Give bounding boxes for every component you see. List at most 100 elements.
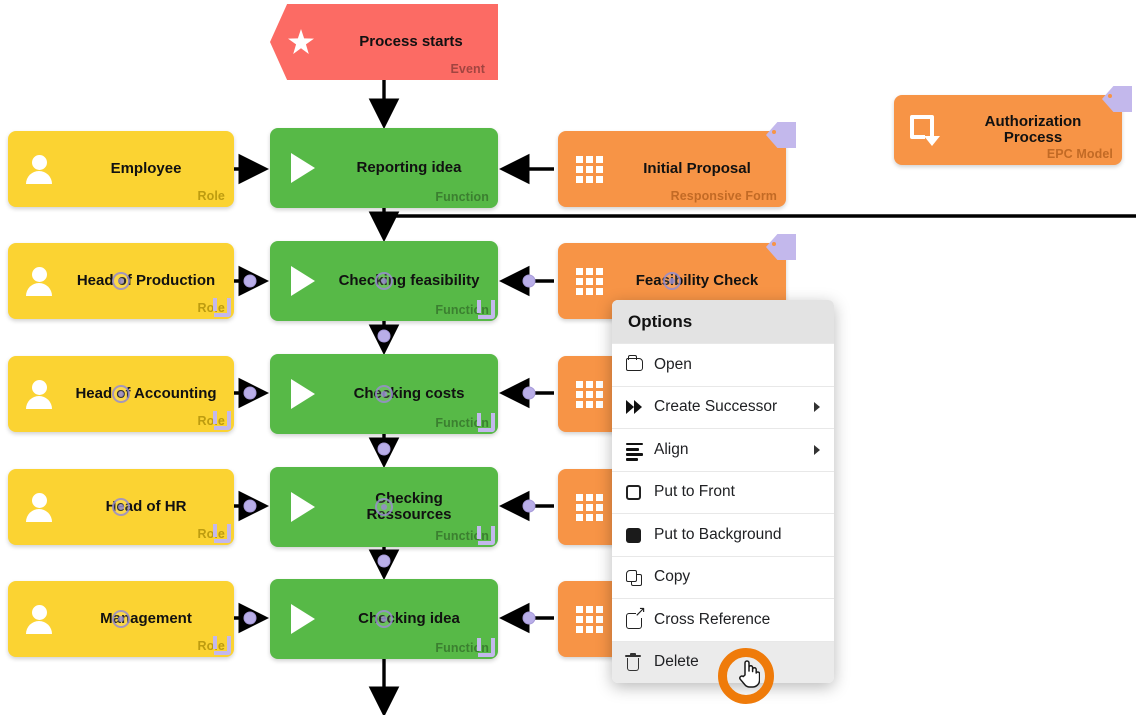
- node-process-starts[interactable]: Process starts Event: [270, 4, 498, 80]
- node-label: Reporting idea: [356, 158, 462, 176]
- node-anchor-handle[interactable]: [375, 272, 393, 290]
- connector-handle[interactable]: [377, 554, 391, 568]
- node-anchor-handle[interactable]: [112, 498, 130, 516]
- menu-item-align[interactable]: Align: [612, 428, 834, 471]
- node-label: Initial Proposal: [643, 159, 751, 177]
- tag-badge-icon: [766, 122, 796, 148]
- connector-handle[interactable]: [243, 499, 257, 513]
- node-label: Process starts: [359, 32, 463, 50]
- node-type-label: Function: [435, 529, 489, 543]
- person-icon: [8, 379, 70, 409]
- node-type-label: Function: [435, 416, 489, 430]
- node-type-label: Function: [435, 303, 489, 317]
- node-label: Head of Accounting: [75, 384, 217, 402]
- connector-handle[interactable]: [243, 274, 257, 288]
- connector-handle[interactable]: [377, 442, 391, 456]
- node-label: Authorization Process: [984, 112, 1082, 146]
- resize-handle[interactable]: [213, 298, 231, 317]
- menu-item-label: Create Successor: [654, 398, 778, 416]
- node-label: Checking feasibility: [338, 271, 480, 289]
- star-icon: [270, 29, 332, 55]
- resize-handle[interactable]: [477, 300, 495, 319]
- node-management[interactable]: Management Role: [8, 581, 234, 657]
- node-type-label: Role: [197, 527, 225, 541]
- node-label: Feasibility Check: [635, 271, 759, 289]
- connector-handle[interactable]: [243, 386, 257, 400]
- node-type-label: Function: [435, 641, 489, 655]
- context-menu[interactable]: Options Open Create Successor Align Put …: [612, 300, 834, 683]
- menu-item-cross-reference[interactable]: Cross Reference: [612, 598, 834, 641]
- submenu-chevron-icon: [814, 402, 820, 413]
- tag-badge-icon: [766, 234, 796, 260]
- person-icon: [8, 604, 70, 634]
- play-icon: [270, 153, 332, 183]
- node-head-of-accounting[interactable]: Head of Accounting Role: [8, 356, 234, 432]
- resize-handle[interactable]: [477, 638, 495, 657]
- node-anchor-handle[interactable]: [375, 610, 393, 628]
- person-icon: [8, 492, 70, 522]
- node-label: Head of HR: [105, 497, 187, 515]
- person-icon: [8, 154, 70, 184]
- node-anchor-handle[interactable]: [375, 385, 393, 403]
- node-label: Employee: [110, 159, 182, 177]
- epc-model-icon: [894, 115, 956, 146]
- node-authorization-process[interactable]: Authorization Process EPC Model: [894, 95, 1122, 165]
- node-initial-proposal[interactable]: Initial Proposal Responsive Form: [558, 131, 786, 207]
- menu-item-create-successor[interactable]: Create Successor: [612, 385, 834, 428]
- copy-icon: [626, 568, 644, 587]
- menu-item-put-to-background[interactable]: Put to Background: [612, 513, 834, 556]
- node-label: Checking costs: [353, 384, 465, 402]
- menu-item-copy[interactable]: Copy: [612, 555, 834, 598]
- play-icon: [270, 492, 332, 522]
- node-checking-idea[interactable]: Checking idea Function: [270, 579, 498, 659]
- node-anchor-handle[interactable]: [375, 498, 393, 516]
- grid-icon: [558, 605, 620, 633]
- node-anchor-handle[interactable]: [112, 385, 130, 403]
- folder-open-icon: [626, 354, 644, 374]
- menu-item-label: Delete: [654, 653, 699, 671]
- node-employee[interactable]: Employee Role: [8, 131, 234, 207]
- connector-handle[interactable]: [522, 274, 536, 288]
- node-checking-ressources[interactable]: Checking Ressources Function: [270, 467, 498, 547]
- resize-handle[interactable]: [213, 636, 231, 655]
- node-anchor-handle[interactable]: [112, 610, 130, 628]
- connector-handle[interactable]: [377, 329, 391, 343]
- menu-item-label: Copy: [654, 568, 691, 586]
- connector-handle[interactable]: [522, 611, 536, 625]
- square-filled-icon: [626, 526, 644, 544]
- play-icon: [270, 266, 332, 296]
- node-anchor-handle[interactable]: [112, 272, 130, 290]
- node-type-label: EPC Model: [1046, 147, 1113, 161]
- grid-icon: [558, 155, 620, 183]
- node-type-label: Responsive Form: [670, 189, 777, 203]
- node-head-of-hr[interactable]: Head of HR Role: [8, 469, 234, 545]
- menu-item-delete[interactable]: Delete: [612, 640, 834, 683]
- node-checking-feasibility[interactable]: Checking feasibility Function: [270, 241, 498, 321]
- menu-item-label: Cross Reference: [654, 610, 771, 628]
- menu-item-put-to-front[interactable]: Put to Front: [612, 470, 834, 513]
- node-label: Checking Ressources: [366, 489, 452, 523]
- menu-item-label: Align: [654, 440, 689, 458]
- grid-icon: [558, 493, 620, 521]
- node-type-label: Role: [197, 639, 225, 653]
- node-type-label: Role: [197, 414, 225, 428]
- node-label: Checking idea: [358, 609, 460, 627]
- play-icon: [270, 604, 332, 634]
- connector-handle[interactable]: [522, 386, 536, 400]
- connector-handle[interactable]: [243, 611, 257, 625]
- tag-badge-icon: [1102, 86, 1132, 112]
- node-anchor-handle[interactable]: [663, 272, 681, 290]
- node-head-of-production[interactable]: Head of Production Role: [8, 243, 234, 319]
- resize-handle[interactable]: [477, 413, 495, 432]
- resize-handle[interactable]: [213, 524, 231, 543]
- menu-item-label: Put to Background: [654, 525, 782, 543]
- menu-item-open[interactable]: Open: [612, 343, 834, 386]
- connector-handle[interactable]: [522, 499, 536, 513]
- resize-handle[interactable]: [477, 526, 495, 545]
- node-type-label: Role: [197, 189, 225, 203]
- node-checking-costs[interactable]: Checking costs Function: [270, 354, 498, 434]
- node-reporting-idea[interactable]: Reporting idea Function: [270, 128, 498, 208]
- resize-handle[interactable]: [213, 411, 231, 430]
- double-arrow-icon: [626, 398, 644, 416]
